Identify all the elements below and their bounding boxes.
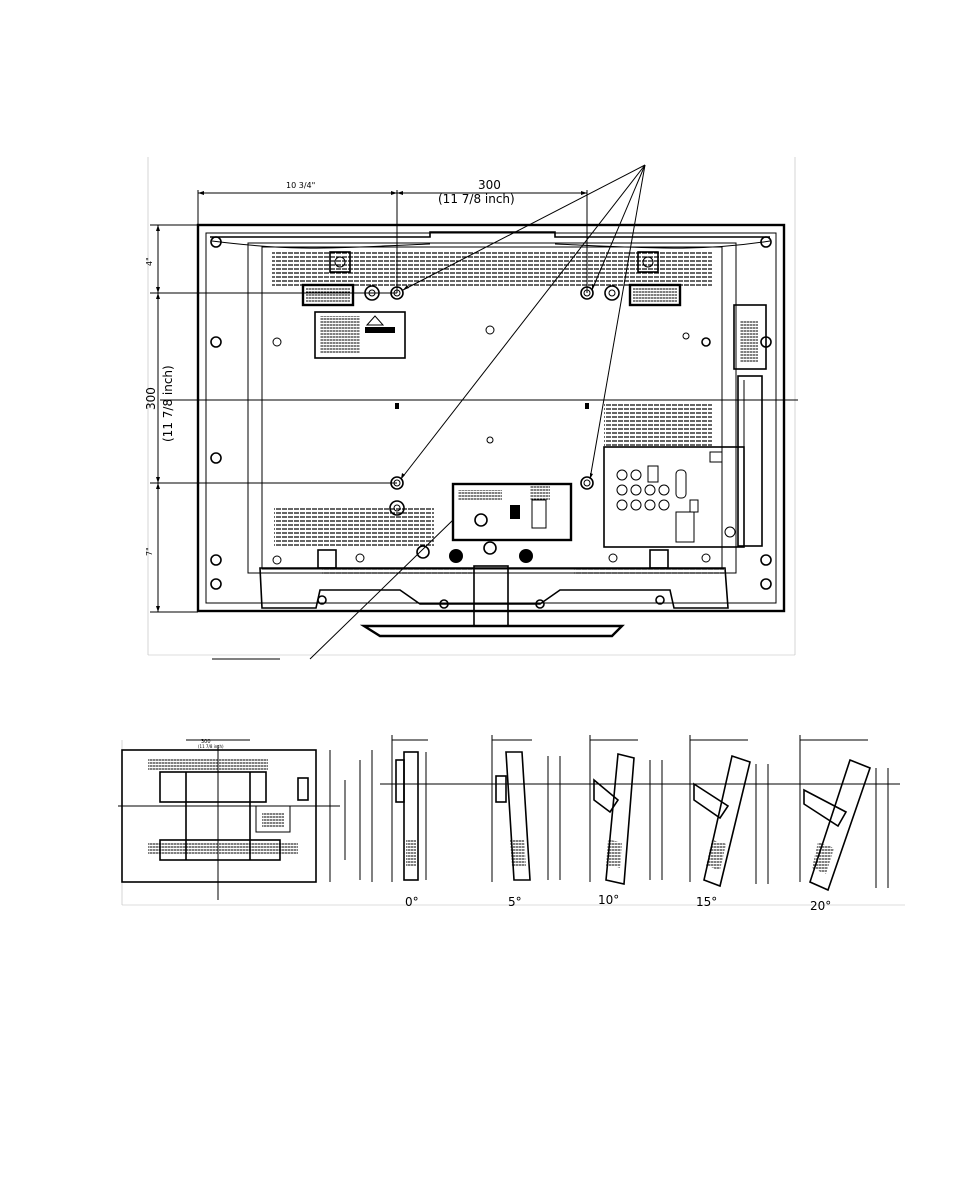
wall-mount-views: 300 (11 7/8 inch) bbox=[118, 735, 905, 913]
vent-top bbox=[272, 250, 712, 288]
angle-label-15: 15° bbox=[696, 895, 717, 909]
terminal-board bbox=[604, 447, 744, 547]
side-view-10 bbox=[590, 735, 662, 884]
angle-label-5: 5° bbox=[508, 895, 522, 909]
side-view-0 bbox=[392, 735, 428, 882]
leader-lines bbox=[212, 165, 645, 659]
rear-view-drawing: 300 (11 7/8 inch) 10 3/4" 300 (11 7/8 in… bbox=[144, 157, 798, 659]
svg-text:(11 7/8 inch): (11 7/8 inch) bbox=[198, 744, 224, 749]
dim-horizontal-inch: (11 7/8 inch) bbox=[438, 192, 515, 206]
side-view-15 bbox=[690, 735, 768, 886]
angle-label-20: 20° bbox=[810, 899, 831, 913]
dim-vertical-inch: (11 7/8 inch) bbox=[161, 365, 175, 442]
dim-bottom-offset: 7" bbox=[145, 547, 154, 556]
side-view-20 bbox=[800, 735, 888, 890]
angle-label-0: 0° bbox=[405, 895, 419, 909]
vesa-holes bbox=[391, 287, 593, 489]
angle-label-10: 10° bbox=[598, 893, 619, 907]
dim-top-offset: 4" bbox=[145, 257, 154, 266]
dim-vertical-value: 300 bbox=[144, 387, 158, 410]
dim-horizontal-value: 300 bbox=[478, 178, 501, 192]
dim-left-offset: 10 3/4" bbox=[286, 181, 315, 190]
side-view-5 bbox=[492, 735, 560, 882]
